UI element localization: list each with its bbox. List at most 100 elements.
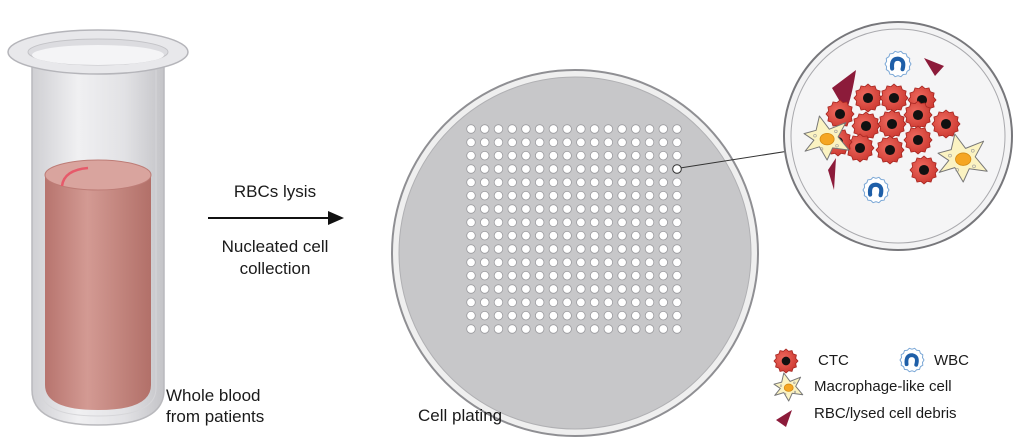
well <box>576 230 586 241</box>
well <box>534 177 545 188</box>
well <box>617 204 627 214</box>
well <box>603 137 614 148</box>
well <box>644 177 655 188</box>
well <box>466 137 476 148</box>
ctc-cell <box>903 100 933 130</box>
well <box>534 204 545 214</box>
legend-ctc-icon <box>773 348 799 374</box>
well <box>466 324 476 334</box>
well <box>658 177 668 188</box>
well <box>548 230 559 241</box>
well <box>480 164 490 174</box>
well <box>466 310 476 321</box>
well <box>576 324 586 334</box>
well <box>507 137 517 148</box>
well <box>658 217 668 228</box>
well <box>534 137 545 148</box>
well <box>672 270 682 281</box>
well <box>548 204 559 214</box>
ctc-cell <box>875 135 905 165</box>
well <box>480 324 490 334</box>
well <box>493 257 504 268</box>
well <box>507 230 517 241</box>
well <box>548 150 559 161</box>
well <box>672 244 682 254</box>
well <box>466 217 476 228</box>
well <box>672 190 682 201</box>
well <box>631 177 641 188</box>
well <box>507 217 517 228</box>
well <box>576 244 586 254</box>
well <box>493 244 504 254</box>
well <box>493 297 504 308</box>
well <box>603 204 614 214</box>
well <box>589 297 600 308</box>
well <box>562 217 572 228</box>
well <box>534 230 545 241</box>
well <box>617 124 627 134</box>
well <box>466 124 476 134</box>
well <box>644 257 655 268</box>
well <box>507 297 517 308</box>
well <box>480 217 490 228</box>
highlighted-well <box>672 164 682 174</box>
well <box>507 164 517 174</box>
well <box>576 164 586 174</box>
process-arrow <box>208 211 344 225</box>
well <box>576 310 586 321</box>
well <box>631 150 641 161</box>
well <box>658 310 668 321</box>
well <box>617 310 627 321</box>
well <box>658 164 668 174</box>
wbc-cell <box>884 50 912 78</box>
well <box>576 137 586 148</box>
well <box>589 164 600 174</box>
well <box>480 124 490 134</box>
legend-debris-icon <box>776 410 792 427</box>
ctc-cell <box>773 348 799 374</box>
well <box>562 244 572 254</box>
well <box>548 270 559 281</box>
well <box>562 150 572 161</box>
well <box>534 310 545 321</box>
ctc-cell <box>931 109 961 139</box>
well <box>672 297 682 308</box>
well <box>548 177 559 188</box>
well <box>534 150 545 161</box>
well <box>589 177 600 188</box>
well <box>631 137 641 148</box>
well <box>658 284 668 294</box>
legend-wbc-label: WBC <box>934 352 969 369</box>
well <box>644 190 655 201</box>
well <box>521 190 531 201</box>
well <box>548 257 559 268</box>
well <box>507 177 517 188</box>
well <box>507 310 517 321</box>
well <box>644 244 655 254</box>
well <box>603 284 614 294</box>
well <box>507 324 517 334</box>
well <box>534 217 545 228</box>
well <box>631 257 641 268</box>
well <box>617 257 627 268</box>
well <box>644 297 655 308</box>
well <box>480 270 490 281</box>
well <box>644 137 655 148</box>
well <box>548 164 559 174</box>
well <box>562 204 572 214</box>
ctc-cell <box>825 99 855 129</box>
well <box>521 137 531 148</box>
well <box>548 310 559 321</box>
blood-tube <box>7 29 189 426</box>
well <box>466 177 476 188</box>
well <box>644 270 655 281</box>
well <box>466 164 476 174</box>
well <box>576 150 586 161</box>
well <box>589 124 600 134</box>
well <box>507 190 517 201</box>
well <box>631 164 641 174</box>
well <box>548 244 559 254</box>
wbc-cell <box>862 176 890 204</box>
well <box>658 257 668 268</box>
well <box>493 177 504 188</box>
